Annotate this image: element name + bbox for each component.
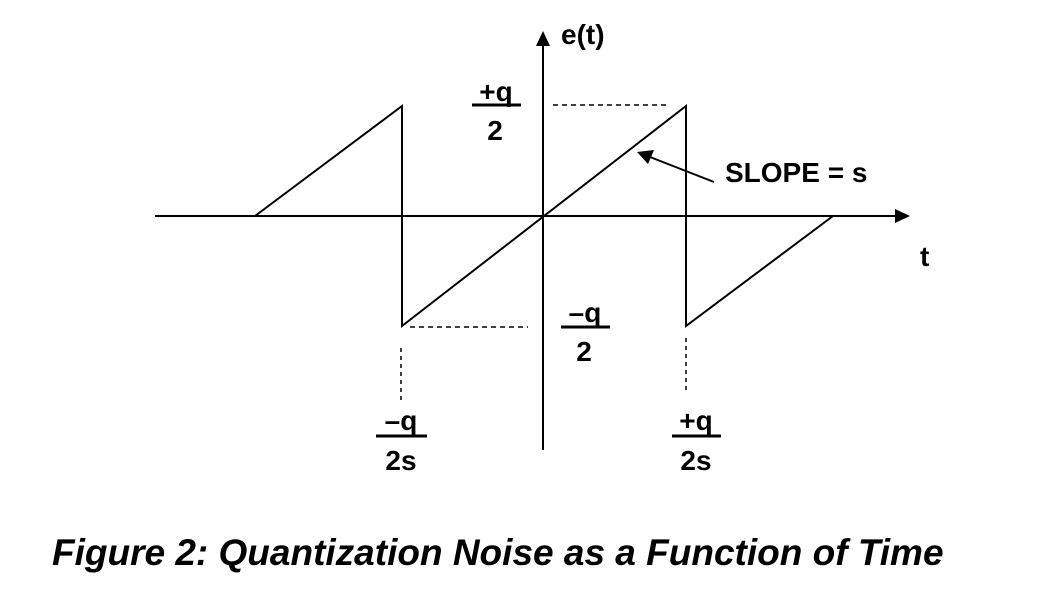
slope-label: SLOPE = s bbox=[725, 157, 867, 188]
neg-time-numerator: –q bbox=[385, 405, 418, 436]
slope-pointer-arrowhead bbox=[637, 150, 654, 164]
pos-amplitude-denominator: 2 bbox=[487, 115, 503, 146]
figure-caption: Figure 2: Quantization Noise as a Functi… bbox=[52, 532, 944, 573]
x-axis-arrowhead bbox=[895, 209, 910, 223]
neg-amplitude-numerator: –q bbox=[569, 297, 602, 328]
y-axis-arrowhead bbox=[536, 31, 550, 46]
slope-pointer-line bbox=[649, 156, 715, 183]
pos-time-denominator: 2s bbox=[680, 445, 711, 476]
x-axis-label: t bbox=[920, 241, 929, 272]
pos-time-numerator: +q bbox=[679, 405, 712, 436]
neg-time-denominator: 2s bbox=[385, 445, 416, 476]
pos-amplitude-numerator: +q bbox=[479, 76, 512, 107]
y-axis-label: e(t) bbox=[561, 19, 605, 50]
neg-amplitude-denominator: 2 bbox=[576, 336, 592, 367]
sawtooth-waveform bbox=[254, 103, 834, 329]
